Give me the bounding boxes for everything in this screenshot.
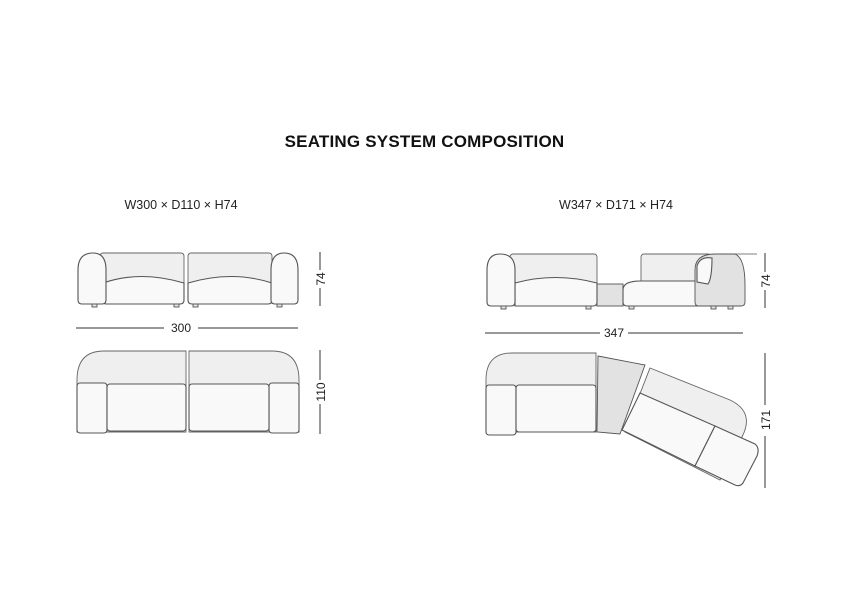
composition-1-depth-label: 110	[314, 382, 328, 401]
page-title: SEATING SYSTEM COMPOSITION	[284, 132, 565, 151]
composition-2-top-view	[485, 352, 759, 487]
composition-1-height-label: 74	[314, 272, 328, 286]
composition-1-top-view	[76, 350, 300, 434]
composition-1-caption: W300 × D110 × H74	[124, 198, 238, 212]
composition-2-front-view	[486, 253, 757, 310]
composition-2-width-label: 347	[604, 326, 624, 340]
composition-2-caption: W347 × D171 × H74	[559, 198, 673, 212]
composition-2-height-label: 74	[759, 274, 773, 288]
composition-1-width-label: 300	[171, 321, 191, 335]
composition-2-depth-label: 171	[759, 410, 773, 430]
composition-1-front-view	[77, 252, 299, 308]
